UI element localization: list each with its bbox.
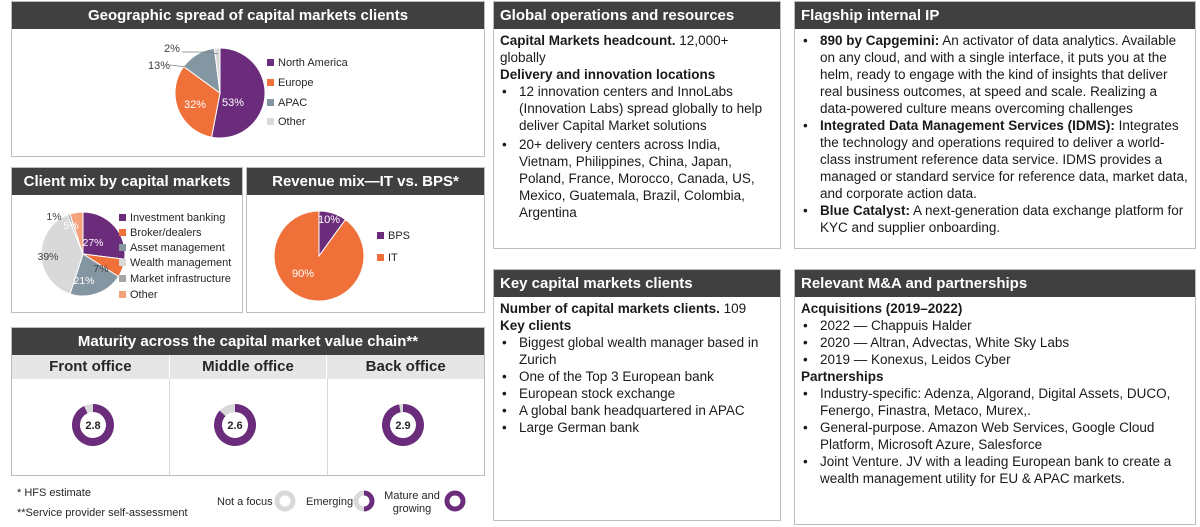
- pie-slice-other: [213, 47, 221, 94]
- partnerships-heading: Partnerships: [801, 369, 884, 384]
- client-mix-title: Client mix by capital markets: [12, 168, 242, 195]
- footnote-hfs: * HFS estimate: [17, 487, 91, 499]
- list-item: General-purpose. Amazon Web Services, Go…: [801, 419, 1189, 453]
- maturity-col-middle-office: Middle office: [170, 355, 328, 379]
- mix-legend-asset-management: Asset management: [119, 242, 225, 255]
- list-item: European stock exchange: [500, 385, 774, 402]
- mix-label-broker-dealers: 7%: [93, 263, 108, 275]
- flagship-list: 890 by Capgemini: An activator of data a…: [795, 29, 1195, 236]
- acquisitions-heading: Acquisitions (2019–2022): [801, 301, 963, 316]
- legend-not-a-focus: Not a focus: [217, 496, 273, 508]
- locations-list: 12 innovation centers and InnoLabs (Inno…: [500, 83, 774, 221]
- geo-title: Geographic spread of capital markets cli…: [12, 2, 484, 29]
- key-clients-title: Key capital markets clients: [494, 270, 780, 297]
- revenue-label-it: 90%: [292, 268, 314, 280]
- geo-label-north-america: 53%: [222, 97, 244, 109]
- list-item: Blue Catalyst: A next-generation data ex…: [801, 202, 1189, 236]
- mix-legend-market-infrastructure: Market infrastructure: [119, 273, 231, 286]
- revenue-title: Revenue mix—IT vs. BPS*: [247, 168, 484, 195]
- mna-title: Relevant M&A and partnerships: [795, 270, 1195, 297]
- maturity-col-front-office: Front office: [12, 355, 170, 379]
- revenue-pie-chart: 10% 90%: [273, 210, 365, 302]
- geo-legend-other: Other: [267, 116, 306, 129]
- maturity-value-middle-office: 2.6: [227, 420, 242, 432]
- mix-legend-broker-dealers: Broker/dealers: [119, 227, 202, 240]
- list-item: Integrated Data Management Services (IDM…: [801, 117, 1189, 202]
- pie-slice-other: [69, 211, 84, 255]
- flagship-title: Flagship internal IP: [795, 2, 1195, 29]
- legend-mature-and-growing: Mature and growing: [384, 490, 440, 515]
- key-clients-list: Biggest global wealth manager based in Z…: [500, 334, 774, 436]
- list-item: 890 by Capgemini: An activator of data a…: [801, 32, 1189, 117]
- mix-label-wealth-management: 39%: [37, 251, 58, 263]
- maturity-col-back-office: Back office: [365, 358, 446, 375]
- revenue-legend-it: IT: [377, 252, 398, 265]
- maturity-panel: Maturity across the capital market value…: [11, 327, 485, 476]
- mna-panel: Relevant M&A and partnerships Acquisitio…: [794, 269, 1196, 525]
- key-clients-heading: Key clients: [500, 318, 572, 333]
- pie-slice-wealth-management: [40, 214, 84, 295]
- client-mix-pie-chart: 27% 7% 21% 39% 1% 5%: [37, 211, 126, 297]
- client-count: Number of capital markets clients. 109: [500, 301, 747, 316]
- acquisitions-list: 2022 — Chappuis Halder 2020 — Altran, Ad…: [801, 317, 1189, 368]
- mix-label-other: 5%: [63, 220, 78, 232]
- geo-legend-apac: APAC: [267, 97, 307, 110]
- list-item: A global bank headquartered in APAC: [500, 402, 774, 419]
- maturity-value-front-office: 2.8: [85, 420, 100, 432]
- footnote-self-assessment: **Service provider self-assessment: [17, 507, 188, 519]
- key-clients-panel: Key capital markets clients Number of ca…: [493, 269, 781, 521]
- global-ops-title: Global operations and resources: [494, 2, 780, 29]
- flagship-panel: Flagship internal IP 890 by Capgemini: A…: [794, 1, 1196, 249]
- list-item: 2019 — Konexus, Leidos Cyber: [801, 351, 1189, 368]
- pie-slice-europe: [174, 65, 221, 138]
- list-item: 2022 — Chappuis Halder: [801, 317, 1189, 334]
- locations-heading: Delivery and innovation locations: [500, 67, 716, 82]
- mix-legend-investment-banking: Investment banking: [119, 212, 225, 225]
- pie-slice-north-america: [210, 47, 266, 139]
- geo-panel: Geographic spread of capital markets cli…: [11, 1, 485, 157]
- maturity-title: Maturity across the capital market value…: [12, 328, 484, 355]
- list-item: 2020 — Altran, Advectas, White Sky Labs: [801, 334, 1189, 351]
- legend-emerging-ring: [353, 490, 375, 512]
- list-item: Joint Venture. JV with a leading Europea…: [801, 453, 1189, 487]
- mix-legend-other: Other: [119, 289, 158, 302]
- geo-label-apac: 13%: [148, 60, 170, 72]
- geo-legend-north-america: North America: [267, 57, 348, 70]
- mix-legend-wealth-management: Wealth management: [119, 257, 231, 270]
- revenue-legend-bps: BPS: [377, 230, 410, 243]
- maturity-ring-fill: [382, 404, 424, 446]
- legend-not-a-focus-ring: [274, 490, 296, 512]
- legend-mature-ring: [444, 490, 466, 512]
- client-mix-panel: Client mix by capital markets 27% 7% 21%…: [11, 167, 243, 313]
- legend-emerging: Emerging: [306, 496, 354, 508]
- list-item: Biggest global wealth manager based in Z…: [500, 334, 774, 368]
- list-item: 20+ delivery centers across India, Vietn…: [500, 136, 774, 221]
- list-item: Industry-specific: Adenza, Algorand, Dig…: [801, 385, 1189, 419]
- global-ops-panel: Global operations and resources Capital …: [493, 1, 781, 249]
- geo-leader-line: [169, 64, 188, 68]
- geo-legend-europe: Europe: [267, 77, 313, 90]
- pie-slice-it: [273, 210, 365, 302]
- revenue-panel: Revenue mix—IT vs. BPS* 10% 90% BPS IT: [246, 167, 485, 313]
- mix-label-investment-banking: 27%: [82, 237, 103, 249]
- list-item: One of the Top 3 European bank: [500, 368, 774, 385]
- pie-slice-asset-management: [69, 253, 120, 297]
- geo-label-other: 2%: [164, 43, 180, 55]
- geo-leader-line: [207, 51, 219, 55]
- headcount: Capital Markets headcount. 12,000+ globa…: [500, 33, 729, 65]
- maturity-ring-fill: [72, 404, 114, 446]
- revenue-label-bps: 10%: [318, 214, 340, 226]
- maturity-value-back-office: 2.9: [395, 420, 410, 432]
- mix-label-asset-management: 21%: [73, 275, 94, 287]
- geo-label-europe: 32%: [184, 99, 206, 111]
- partnerships-list: Industry-specific: Adenza, Algorand, Dig…: [801, 385, 1189, 487]
- geo-pie-chart: 53% 32% 13% 2%: [148, 43, 266, 139]
- mix-label-market-infrastructure: 1%: [46, 211, 61, 223]
- maturity-rings: 2.8 2.6 2.9: [72, 404, 424, 446]
- list-item: Large German bank: [500, 419, 774, 436]
- list-item: 12 innovation centers and InnoLabs (Inno…: [500, 83, 774, 134]
- pie-slice-investment-banking: [82, 211, 126, 260]
- maturity-ring-fill: [214, 404, 256, 446]
